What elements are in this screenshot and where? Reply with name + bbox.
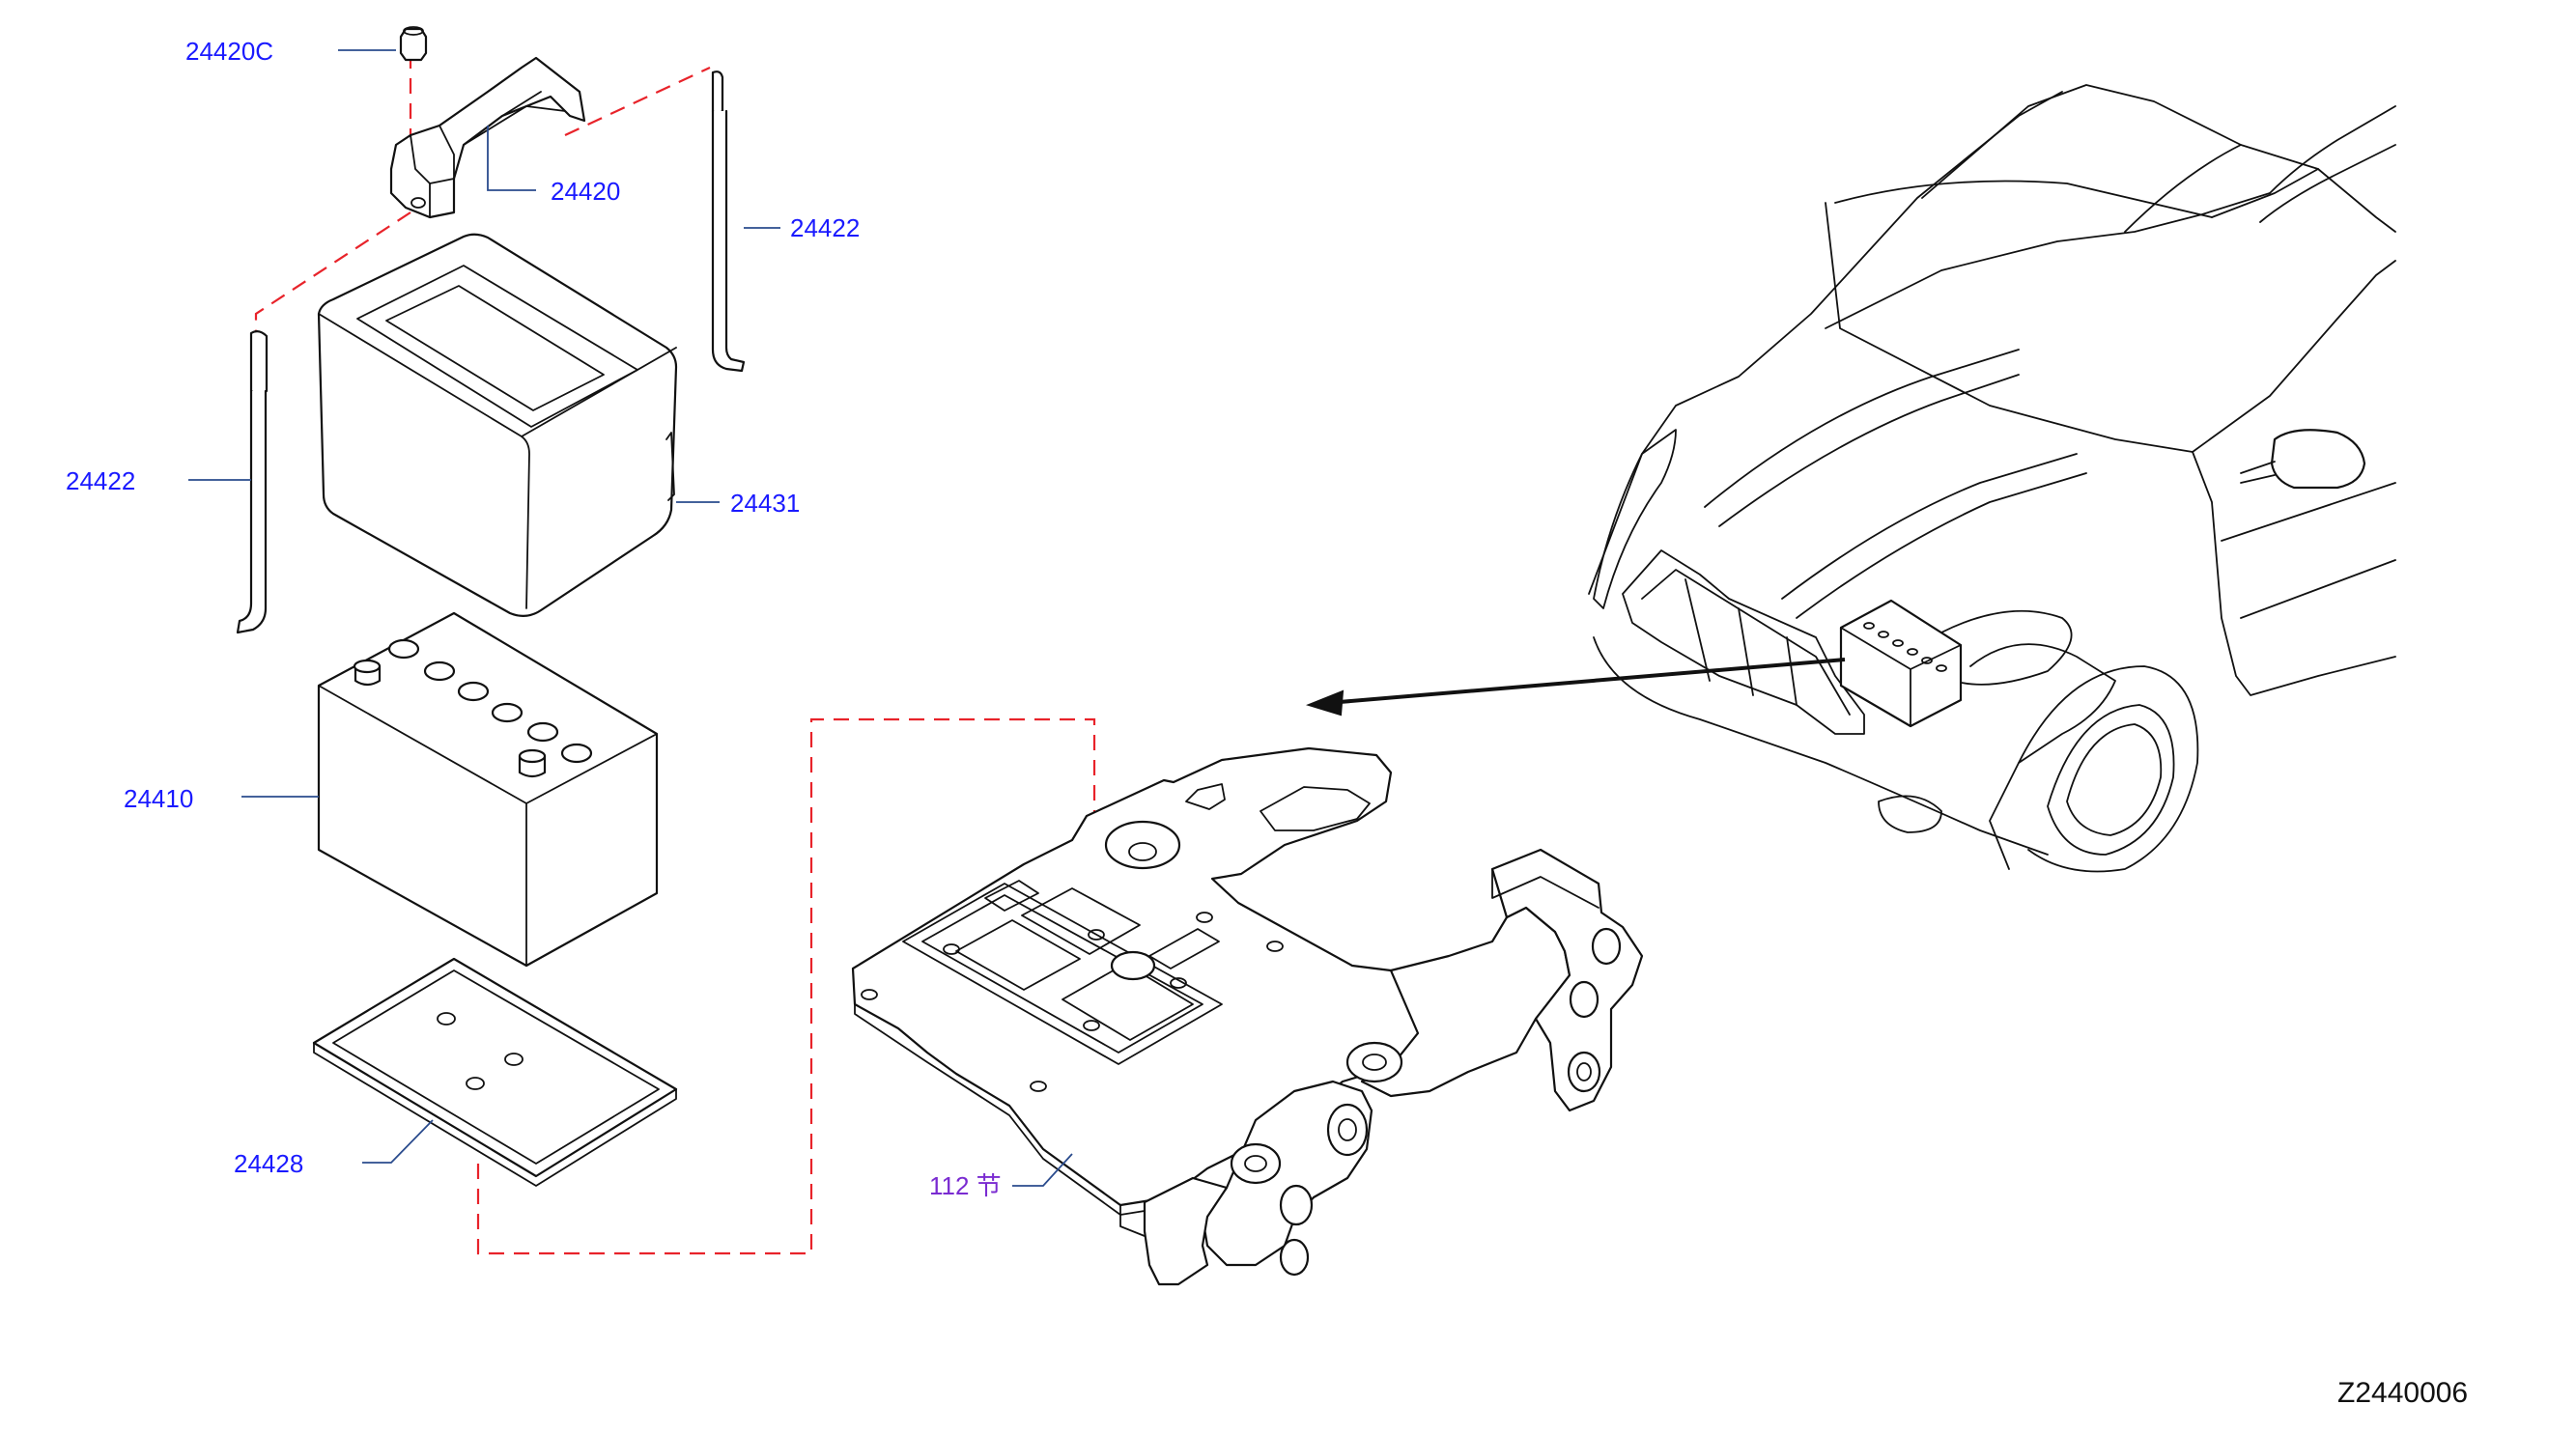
- rod-24422-right: [711, 70, 746, 373]
- label-24428: 24428: [234, 1149, 303, 1178]
- label-24431: 24431: [730, 489, 800, 518]
- clamp-24420: [389, 56, 586, 219]
- label-24422-left: 24422: [66, 466, 135, 495]
- vehicle-front-view: [1588, 84, 2396, 873]
- vehicle-battery-location-marker: [1839, 599, 1963, 728]
- battery-24410: [317, 611, 659, 968]
- label-24420: 24420: [551, 177, 620, 206]
- battery-cover-24431: [317, 233, 678, 617]
- location-arrow: [1305, 658, 1846, 716]
- part-labels: 24420C 24420 24422 24422 24431 24410 244…: [66, 37, 2468, 1409]
- label-24422-right: 24422: [790, 213, 860, 242]
- label-24420c: 24420C: [185, 37, 273, 66]
- battery-tray-pad-24428: [312, 957, 678, 1187]
- leader-lines: [188, 49, 1073, 1187]
- nut-24420c: [399, 26, 428, 62]
- label-112: 112 节: [929, 1171, 1002, 1200]
- figure-code: Z2440006: [2337, 1377, 2468, 1409]
- label-24410: 24410: [124, 784, 193, 813]
- rod-24422-left: [236, 329, 269, 634]
- battery-mount-bracket-112: [851, 746, 1644, 1286]
